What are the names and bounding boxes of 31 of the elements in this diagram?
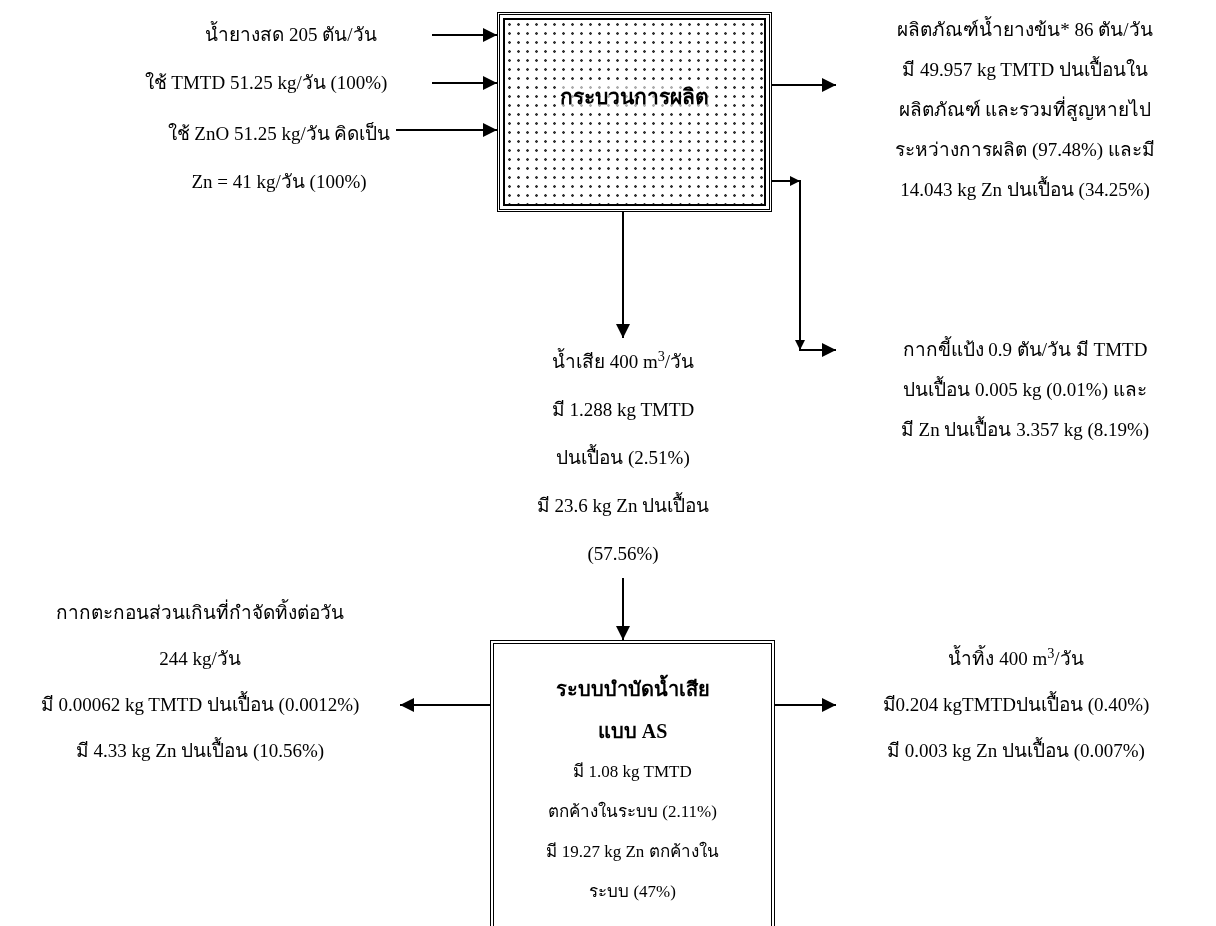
flow-label: มี0.204 kgTMTDปนเปื้อน (0.40%) <box>882 682 1150 728</box>
flow-label: ผลิตภัณฑ์ และรวมที่สูญหายไป <box>898 90 1152 130</box>
box-heading: แบบ AS <box>597 719 668 744</box>
process-box <box>497 12 772 212</box>
box-heading: ระบบบำบัดน้ำเสีย <box>555 668 710 710</box>
flow-label: มี Zn ปนเปื้อน 3.357 kg (8.19%) <box>900 410 1150 450</box>
flow-label: มี 49.957 kg TMTD ปนเปื้อนใน <box>902 50 1148 90</box>
flow-label: ใช้ TMTD 51.25 kg/วัน (100%) <box>144 71 388 95</box>
flow-label: น้ำทิ้ง 400 m$^{3}$/วัน <box>948 643 1084 671</box>
flow-label: 14.043 kg Zn ปนเปื้อน (34.25%) <box>900 170 1150 210</box>
box-text: มี 19.27 kg Zn ตกค้างใน <box>546 840 719 863</box>
flow-label: มี 4.33 kg Zn ปนเปื้อน (10.56%) <box>75 728 325 774</box>
flow-label: ผลิตภัณฑ์น้ำยางข้น* 86 ตัน/วัน <box>897 10 1153 50</box>
flow-label: กากขี้แป้ง 0.9 ตัน/วัน มี TMTD <box>902 330 1148 370</box>
flow-label: ปนเปื้อน (2.51%) <box>556 434 690 482</box>
flow-label: (57.56%) <box>587 542 659 566</box>
flow-label: ปนเปื้อน 0.005 kg (0.01%) และ <box>903 370 1147 410</box>
flow-label: มี 23.6 kg Zn ปนเปื้อน <box>536 482 710 530</box>
flow-label: 244 kg/วัน <box>159 647 241 671</box>
box-text: มี 1.08 kg TMTD <box>573 761 692 783</box>
flow-label: ระหว่างการผลิต (97.48%) และมี <box>895 138 1155 162</box>
flow-label: มี 1.288 kg TMTD <box>551 398 695 422</box>
flow-label: ใช้ ZnO 51.25 kg/วัน คิดเป็น Zn = 41 kg/วัน (100%) <box>166 121 392 194</box>
flow-label: มี 0.003 kg Zn ปนเปื้อน (0.007%) <box>887 728 1145 774</box>
flow-label: มี 0.00062 kg TMTD ปนเปื้อน (0.0012%) <box>40 682 360 728</box>
flow-label: กากตะกอนส่วนเกินที่กำจัดทิ้งต่อวัน <box>56 590 344 636</box>
flow-label: น้ำยางสด 205 ตัน/วัน <box>205 15 377 55</box>
flow-label: น้ำเสีย 400 m$^{3}$/วัน <box>551 346 695 374</box>
box-text: ระบบ (47%) <box>589 881 676 903</box>
treatment-box <box>490 640 775 926</box>
box-text: ตกค้างในระบบ (2.11%) <box>548 800 717 823</box>
